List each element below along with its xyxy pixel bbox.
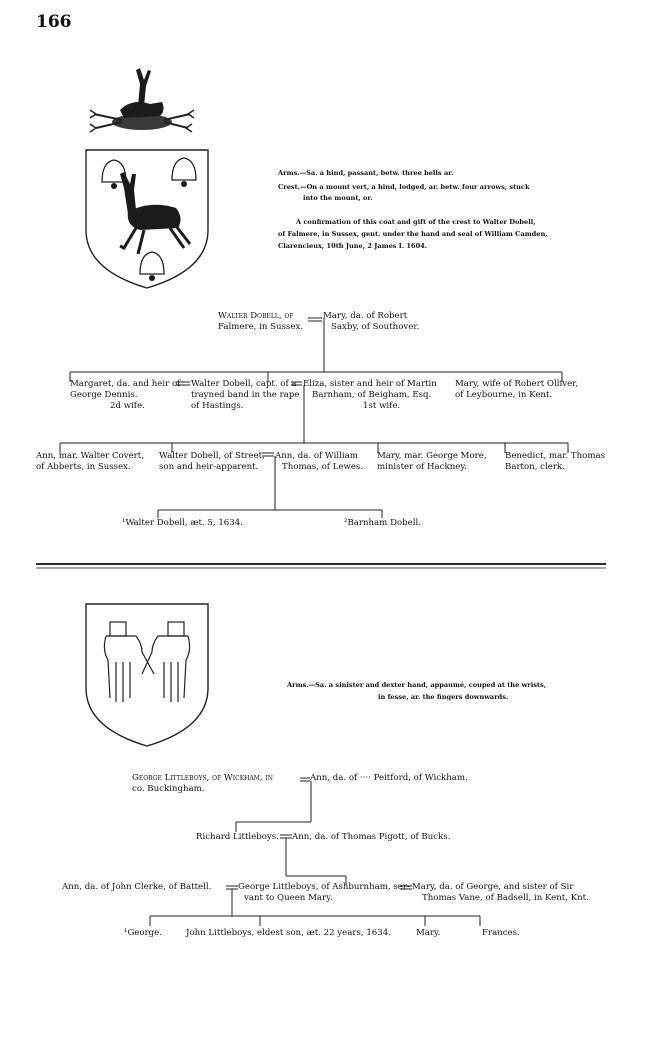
dobell-gen2-walter: Walter Dobell, capt. of a [191, 379, 297, 390]
littleboys-gen4-john: John Littleboys, eldest son, æt. 22 year… [186, 928, 391, 939]
littleboys-gen1-husband-place: co. Buckingham. [132, 784, 205, 795]
littleboys-arms-line: Arms.—Sa. a sinister and dexter hand, ap… [287, 680, 546, 690]
littleboys-gen3-mary-2: Thomas Vane, of Badsell, in Kent, Knt. [422, 893, 589, 904]
littleboys-gen1-husband: George Littleboys, of Wickham, in [132, 773, 273, 784]
littleboys-gen1-wife: Ann, da. of ···· Peitford, of Wickham. [310, 773, 468, 784]
dobell-gen2-mary-2: of Leybourne, in Kent. [455, 390, 552, 401]
dobell-gen3-ann-thomas: Ann, da. of William [275, 451, 358, 462]
dobell-gen3-walter: Walter Dobell, of Street, [159, 451, 265, 462]
littleboys-gen3-ann: Ann, da. of John Clerke, of Battell. [62, 882, 211, 893]
dobell-gen3-ann-2: of Abberts, in Sussex. [36, 462, 131, 473]
dobell-gen4-barnham: ²Barnham Dobell. [344, 518, 421, 529]
dobell-gen2-mary: Mary, wife of Robert Olliver, [455, 379, 578, 390]
littleboys-gen2-richard: Richard Littleboys. [196, 832, 279, 843]
dobell-gen3-benedict-2: Barton, clerk. [505, 462, 565, 473]
dobell-gen2-eliza-2: Barnham, of Beigham, Esq. [312, 390, 431, 401]
dobell-gen1-wife: Mary, da. of Robert [323, 311, 407, 322]
littleboys-gen3-mary: Mary, da. of George, and sister of Sir [412, 882, 573, 893]
littleboys-coat-of-arms [80, 600, 215, 750]
dobell-gen4-walter: ¹Walter Dobell, æt. 5, 1634. [122, 518, 243, 529]
dobell-gen2-walter-2: trayned band in the rape [191, 390, 299, 401]
littleboys-gen4-george: ¹George. [124, 928, 162, 939]
littleboys-gen4-mary: Mary. [416, 928, 440, 939]
dobell-gen1-wife-place: Saxby, of Southover. [331, 322, 419, 333]
dobell-gen2-walter-3: of Hastings. [191, 401, 244, 412]
dobell-gen3-ann-thomas-2: Thomas, of Lewes. [282, 462, 363, 473]
dobell-gen3-ann: Ann, mar. Walter Covert, [36, 451, 144, 462]
littleboys-gen3-george: George Littleboys, of Ashburnham, ser- [238, 882, 410, 893]
littleboys-arms-line-2: in fesse, ar. the fingers downwards. [378, 692, 508, 702]
dobell-gen3-walter-2: son and heir-apparent. [159, 462, 258, 473]
dobell-gen2-eliza: Eliza, sister and heir of Martin [303, 379, 437, 390]
dobell-gen2-margaret-2: George Dennis. [70, 390, 138, 401]
dobell-gen2-margaret: Margaret, da. and heir of [70, 379, 180, 390]
dobell-gen3-mary-2: minister of Hackney. [377, 462, 467, 473]
littleboys-gen2-ann: Ann, da. of Thomas Pigott, of Bucks. [292, 832, 450, 843]
dobell-gen1-husband: Walter Dobell, of [218, 311, 293, 322]
dobell-gen3-benedict: Benedict, mar. Thomas [505, 451, 605, 462]
littleboys-gen4-frances: Frances. [482, 928, 520, 939]
dobell-gen1-husband-place: Falmere, in Sussex. [218, 322, 303, 333]
littleboys-gen3-george-2: vant to Queen Mary. [244, 893, 333, 904]
dobell-gen3-mary: Mary, mar. George More, [377, 451, 487, 462]
dobell-gen2-margaret-3: 2d wife. [110, 401, 145, 412]
dobell-gen2-eliza-3: 1st wife. [363, 401, 400, 412]
